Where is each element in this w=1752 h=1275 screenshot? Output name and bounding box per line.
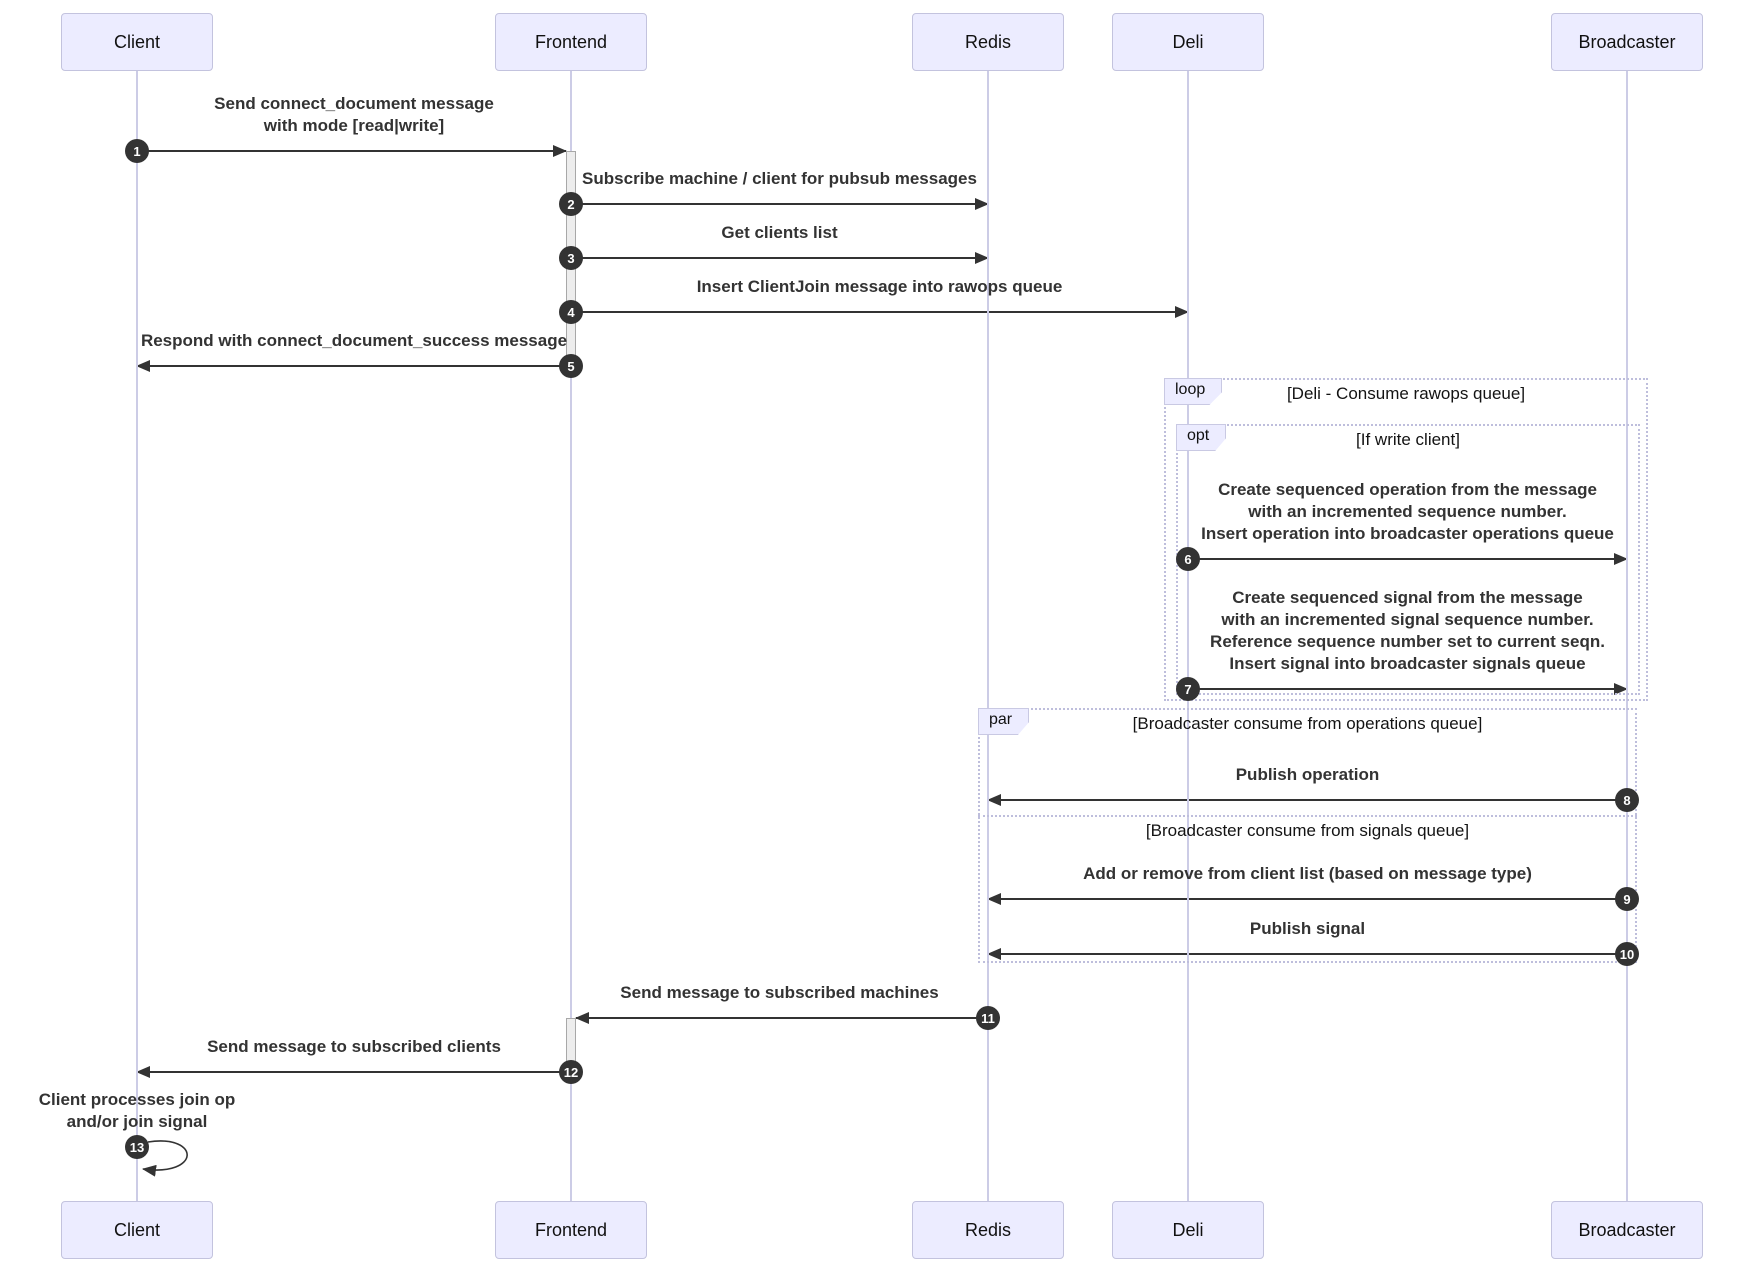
- message-text-line: Create sequenced signal from the message: [1232, 588, 1583, 607]
- actor-bottom-broadcaster: Broadcaster: [1551, 1201, 1703, 1259]
- message-text: Create sequenced operation from the mess…: [1201, 479, 1614, 545]
- message-text-line: Reference sequence number set to current…: [1210, 632, 1605, 651]
- message-text: Send message to subscribed machines: [620, 982, 938, 1004]
- frame-title-loop: [Deli - Consume rawops queue]: [1286, 384, 1526, 403]
- sequence-number: 2: [559, 192, 583, 216]
- message-text-line: Insert signal into broadcaster signals q…: [1229, 654, 1586, 673]
- message-text: Create sequenced signal from the message…: [1210, 587, 1605, 675]
- sequence-number: 11: [976, 1006, 1000, 1030]
- lifeline-deli: [1187, 71, 1189, 1201]
- self-message-arrow: [142, 1140, 188, 1177]
- frame-par: [978, 708, 1637, 963]
- message-text-line: with an incremented signal sequence numb…: [1221, 610, 1594, 629]
- sequence-number: 1: [125, 139, 149, 163]
- message-text-line: Insert ClientJoin message into rawops qu…: [696, 277, 1063, 296]
- message-text: Get clients list: [721, 222, 837, 244]
- message-text-line: with an incremented sequence number.: [1248, 502, 1567, 521]
- message-text-line: Publish operation: [1235, 765, 1380, 784]
- message-text-line: Send message to subscribed machines: [620, 983, 939, 1002]
- actor-top-deli: Deli: [1112, 13, 1264, 71]
- message-text: Send message to subscribed clients: [207, 1036, 501, 1058]
- frame-title-par: [Broadcaster consume from operations que…: [1132, 714, 1483, 733]
- lifeline-client: [136, 71, 138, 1201]
- sequence-number: 7: [1176, 677, 1200, 701]
- message-text: Add or remove from client list (based on…: [1083, 863, 1532, 885]
- message-text-line: Get clients list: [721, 223, 838, 242]
- frame-title-opt: [If write client]: [1356, 430, 1460, 449]
- message-text: Subscribe machine / client for pubsub me…: [582, 168, 977, 190]
- actor-bottom-redis: Redis: [912, 1201, 1064, 1259]
- sequence-number: 5: [559, 354, 583, 378]
- message-text-line: Insert operation into broadcaster operat…: [1201, 524, 1614, 543]
- lifeline-broadcaster: [1626, 71, 1628, 1201]
- message-text: Respond with connect_document_success me…: [141, 330, 567, 352]
- actor-top-broadcaster: Broadcaster: [1551, 13, 1703, 71]
- message-text-line: and/or join signal: [66, 1112, 208, 1131]
- sequence-number: 9: [1615, 887, 1639, 911]
- frame-label-loop: loop: [1164, 378, 1223, 405]
- actor-bottom-client: Client: [61, 1201, 213, 1259]
- frame-label-par: par: [978, 708, 1030, 735]
- actor-bottom-deli: Deli: [1112, 1201, 1264, 1259]
- message-text: Publish operation: [1236, 764, 1380, 786]
- message-text-line: Subscribe machine / client for pubsub me…: [582, 169, 977, 188]
- actor-bottom-frontend: Frontend: [495, 1201, 647, 1259]
- sequence-number: 3: [559, 246, 583, 270]
- message-text: Client processes join op and/or join sign…: [39, 1089, 236, 1133]
- message-text-line: Send connect_document message: [214, 94, 494, 113]
- message-text-line: Client processes join op: [38, 1090, 236, 1109]
- sequence-number: 6: [1176, 547, 1200, 571]
- lifeline-redis: [987, 71, 989, 1201]
- sequence-number: 13: [125, 1135, 149, 1159]
- lifeline-frontend: [570, 71, 572, 1201]
- message-text-line: Create sequenced operation from the mess…: [1218, 480, 1597, 499]
- frame-label-opt: opt: [1176, 424, 1227, 451]
- sequence-number: 8: [1615, 788, 1639, 812]
- actor-top-redis: Redis: [912, 13, 1064, 71]
- message-text: Insert ClientJoin message into rawops qu…: [697, 276, 1063, 298]
- frame-loop: [1164, 378, 1648, 701]
- sequence-number: 10: [1615, 942, 1639, 966]
- message-text-line: Add or remove from client list (based on…: [1083, 864, 1532, 883]
- sequence-number: 12: [559, 1060, 583, 1084]
- actor-top-frontend: Frontend: [495, 13, 647, 71]
- message-text-line: Publish signal: [1249, 919, 1366, 938]
- sequence-number: 4: [559, 300, 583, 324]
- frame-divider-par: [978, 815, 1637, 817]
- frame-divider-title-par: [Broadcaster consume from signals queue]: [1145, 821, 1470, 840]
- message-text: Publish signal: [1250, 918, 1365, 940]
- actor-top-client: Client: [61, 13, 213, 71]
- message-text-line: Respond with connect_document_success me…: [140, 331, 568, 350]
- message-text: Send connect_document message with mode […: [214, 93, 494, 137]
- message-text-line: with mode [read|write]: [263, 116, 445, 135]
- message-text-line: Send message to subscribed clients: [207, 1037, 501, 1056]
